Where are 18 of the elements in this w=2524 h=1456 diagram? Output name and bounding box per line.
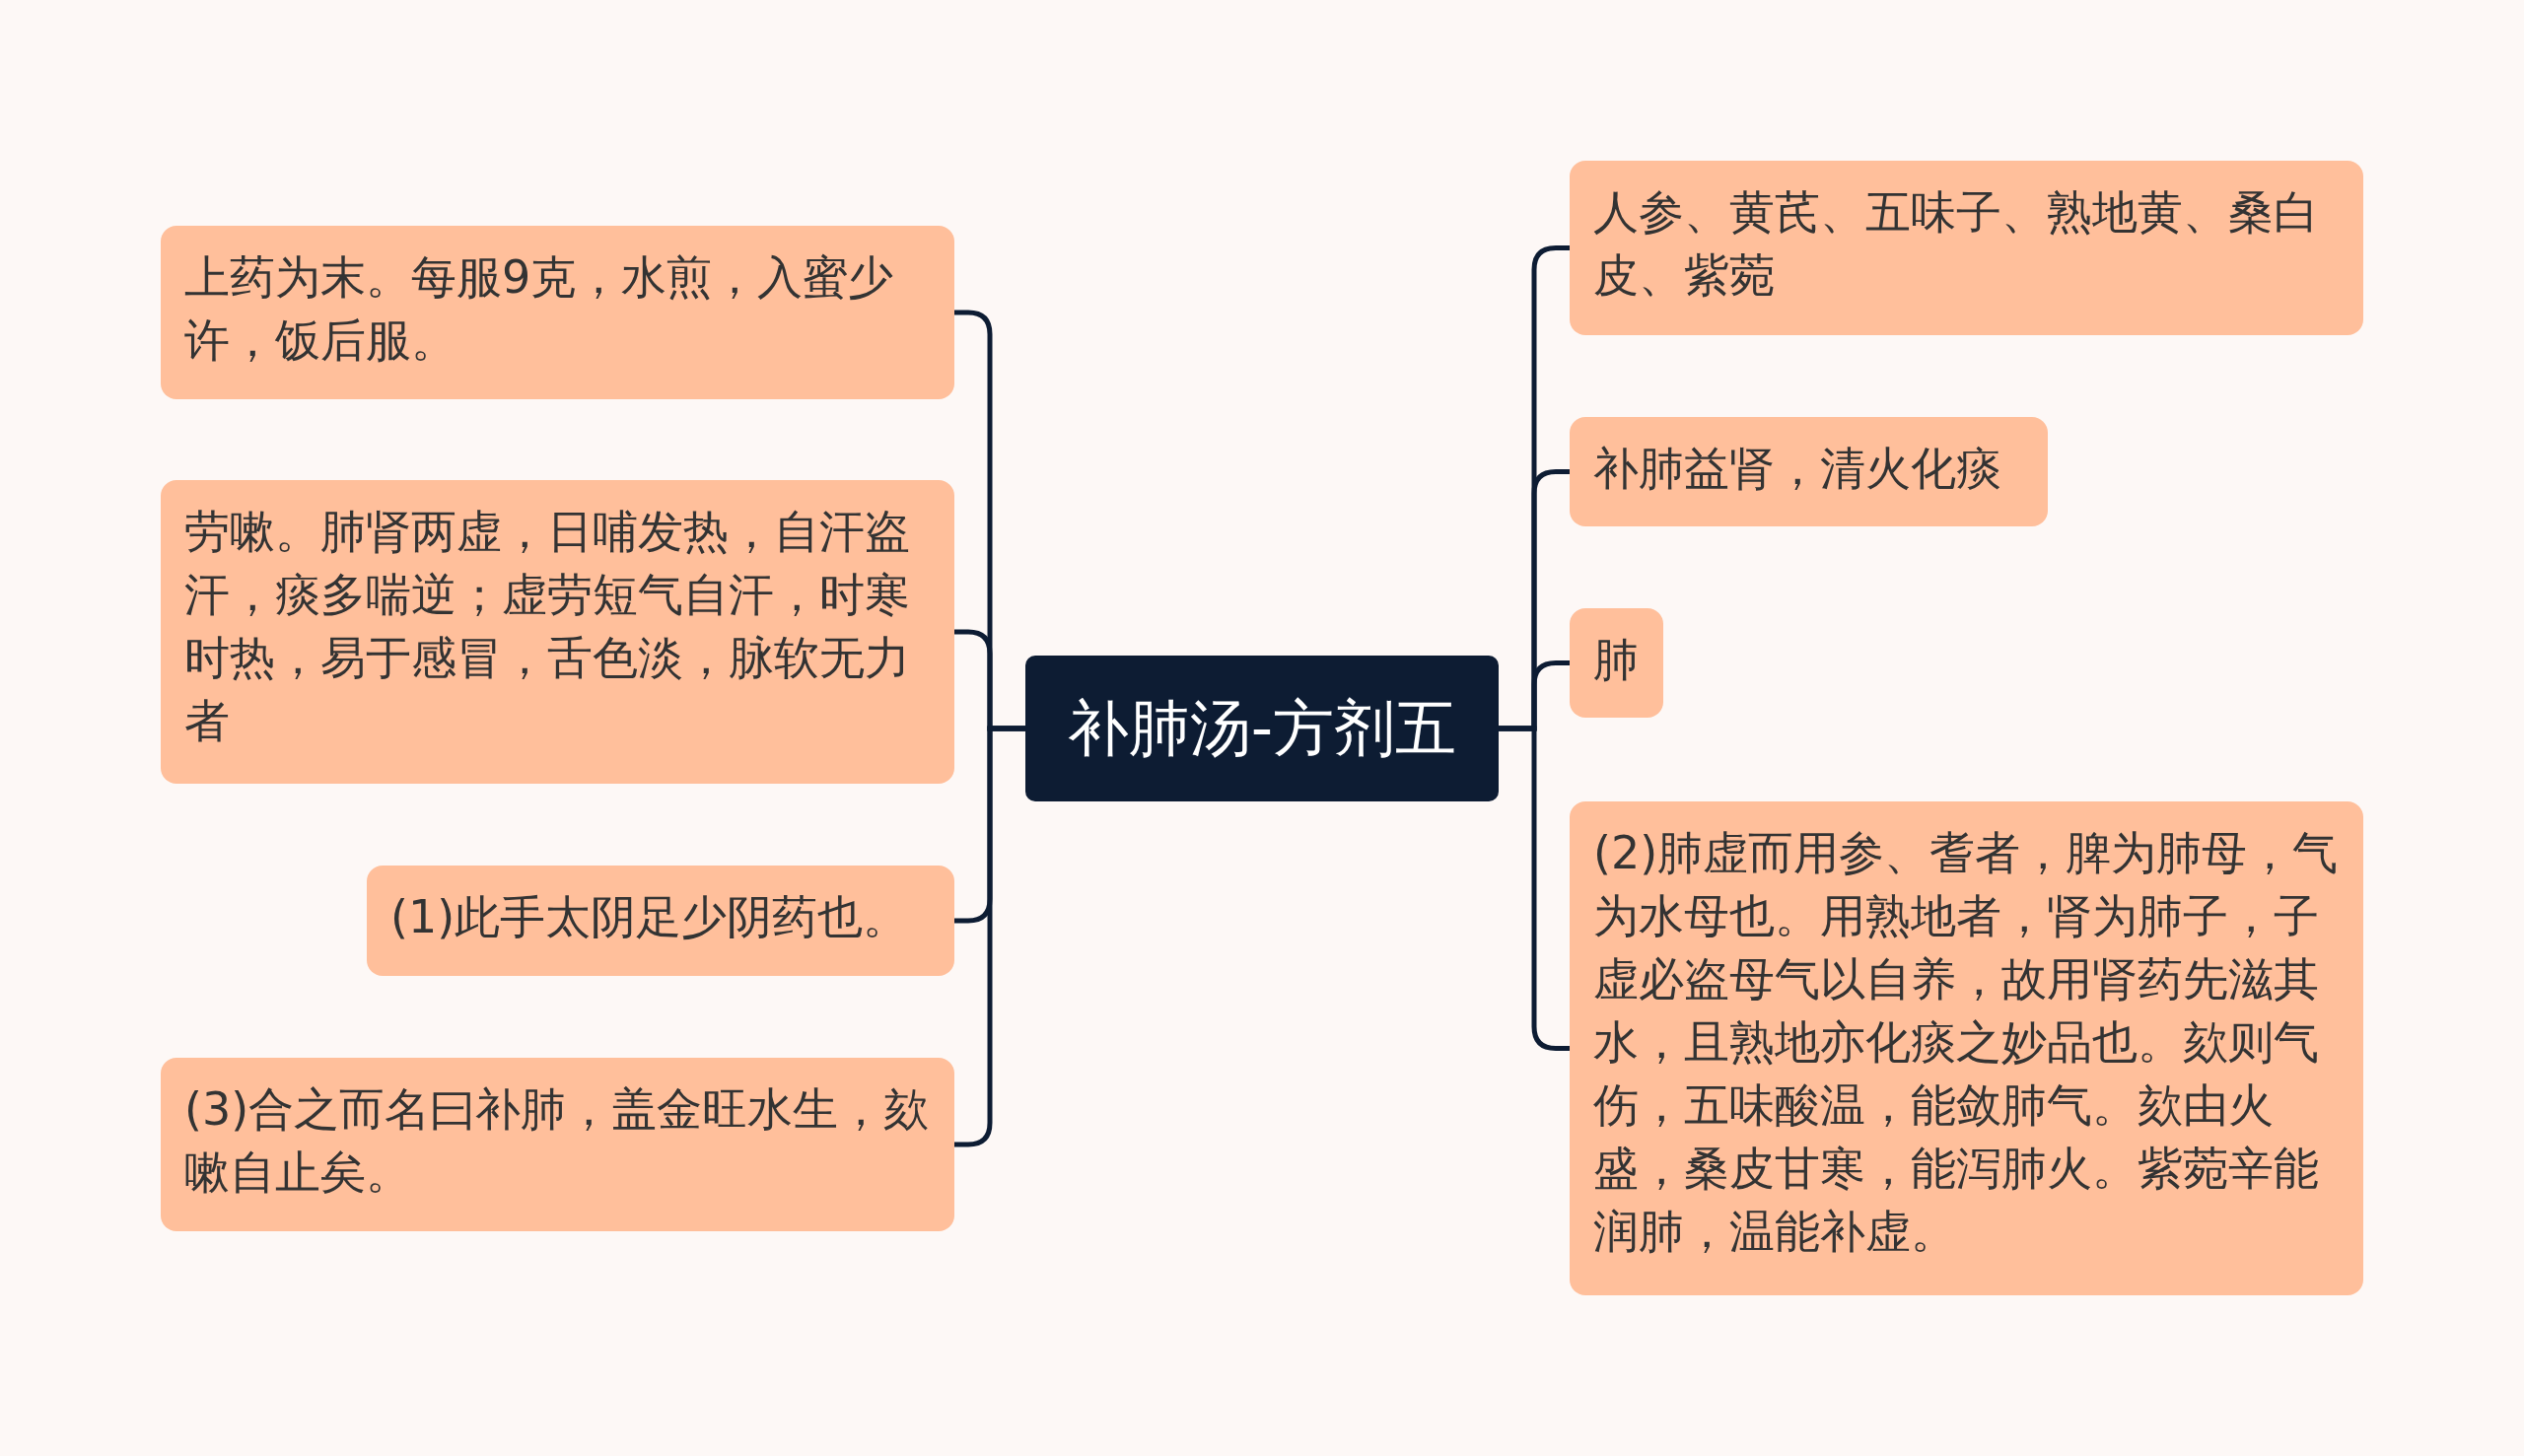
topic-box — [367, 866, 954, 976]
topic-text: 人参、黄芪、五味子、熟地黄、桑白皮、紫菀 — [1593, 184, 2320, 304]
topic-box — [1570, 417, 2048, 526]
topic-text: (3)合之而名曰补肺，盖金旺水生，欬嗽自止矣。 — [184, 1081, 931, 1201]
topic-text: 补肺益肾，清火化痰 — [1593, 441, 2001, 497]
topic-text: 劳嗽。肺肾两虚，日哺发热，自汗盗汗，痰多喘逆；虚劳短气自汗，时寒时热，易于感冒，舌色淡，脉软无力者 — [184, 504, 911, 749]
topic-text: (2)肺虚而用参、耆者，脾为肺母，气为水母也。用熟地者，肾为肺子，子虚必盗母气以自养，故用肾药先滋其水，且熟地亦化痰之妙品也。欬则气伤，五味酸温，能敛肺气。欬由火盛，桑皮甘寒，能泻肺火。紫菀辛能润肺，温能补虚。 — [1593, 825, 2340, 1260]
topic-box — [1570, 801, 2363, 1295]
topic-box — [161, 226, 954, 399]
topic-text: (1)此手太阴足少阴药也。 — [390, 889, 909, 945]
topic-box — [1570, 161, 2363, 335]
topic-box — [161, 480, 954, 784]
topic-text: 肺 — [1593, 632, 1639, 688]
topic-box — [1570, 608, 1663, 718]
topic-box — [161, 1058, 954, 1231]
central-topic-box — [1025, 656, 1499, 801]
topic-text: 补肺汤-方剂五 — [1067, 691, 1457, 766]
topic-text: 上药为末。每服9克，水煎，入蜜少许，饭后服。 — [184, 249, 895, 369]
